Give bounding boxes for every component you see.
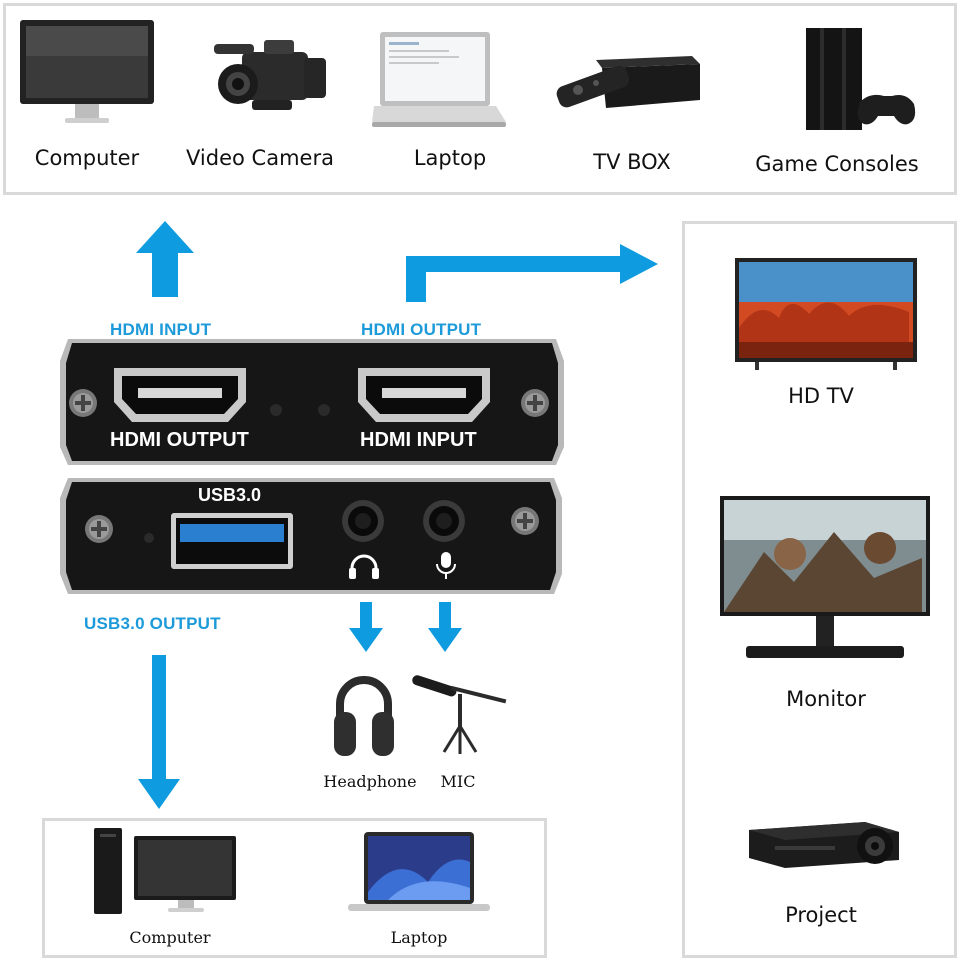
device-label-hdmi-input: HDMI INPUT — [360, 429, 477, 451]
arrow-down-to-outputs — [138, 655, 180, 809]
capture-device-rear — [60, 478, 562, 594]
mic-symbol-icon — [436, 552, 456, 579]
headphone-label: Headphone — [323, 772, 417, 791]
screw-icon — [521, 389, 549, 417]
source-label-game-consoles: Game Consoles — [755, 152, 919, 176]
headphone-icon — [334, 676, 394, 756]
monitor-icon — [720, 496, 930, 658]
hdmi-port-icon — [114, 368, 246, 422]
mic-label: MIC — [440, 772, 476, 791]
hd-tv-icon — [735, 258, 917, 370]
led-indicator — [318, 404, 330, 416]
arrow-up-to-sources — [136, 221, 194, 297]
screw-icon — [511, 507, 539, 535]
desktop-computer-icon — [94, 828, 236, 914]
screw-icon — [69, 389, 97, 417]
arrow-right-to-displays — [406, 244, 658, 302]
source-label-tv-box: TV BOX — [593, 150, 671, 174]
arrow-down-to-mic — [428, 602, 462, 652]
mic-jack-icon — [423, 500, 465, 542]
tv-box-icon — [556, 56, 700, 108]
callout-hdmi-output: HDMI OUTPUT — [361, 320, 482, 339]
usb3-port-icon — [171, 513, 293, 569]
capture-label-computer: Computer — [129, 928, 211, 947]
source-label-video-camera: Video Camera — [186, 146, 334, 170]
video-camera-icon — [214, 40, 326, 110]
led-indicator — [144, 533, 154, 543]
projector-icon — [749, 822, 899, 868]
callout-usb-output: USB3.0 OUTPUT — [84, 614, 221, 633]
device-label-usb3: USB3.0 — [198, 485, 262, 505]
game-console-icon — [806, 28, 916, 130]
hdmi-port-icon — [358, 368, 490, 422]
desktop-monitor-icon — [20, 20, 154, 123]
headphone-jack-icon — [342, 500, 384, 542]
headphone-symbol-icon — [349, 554, 379, 579]
led-indicator — [270, 404, 282, 416]
macbook-icon — [348, 832, 490, 911]
laptop-icon — [372, 32, 506, 127]
display-label-monitor: Monitor — [786, 687, 866, 711]
callout-hdmi-input: HDMI INPUT — [110, 320, 212, 339]
source-label-computer: Computer — [34, 146, 140, 170]
device-label-hdmi-output: HDMI OUTPUT — [110, 429, 249, 451]
capture-label-laptop: Laptop — [390, 928, 448, 947]
screw-icon — [85, 515, 113, 543]
display-label-hd-tv: HD TV — [788, 384, 854, 408]
arrow-down-to-headphone — [349, 602, 383, 652]
display-label-projector: Project — [785, 903, 857, 927]
source-label-laptop: Laptop — [413, 146, 487, 170]
microphone-icon — [412, 675, 507, 754]
